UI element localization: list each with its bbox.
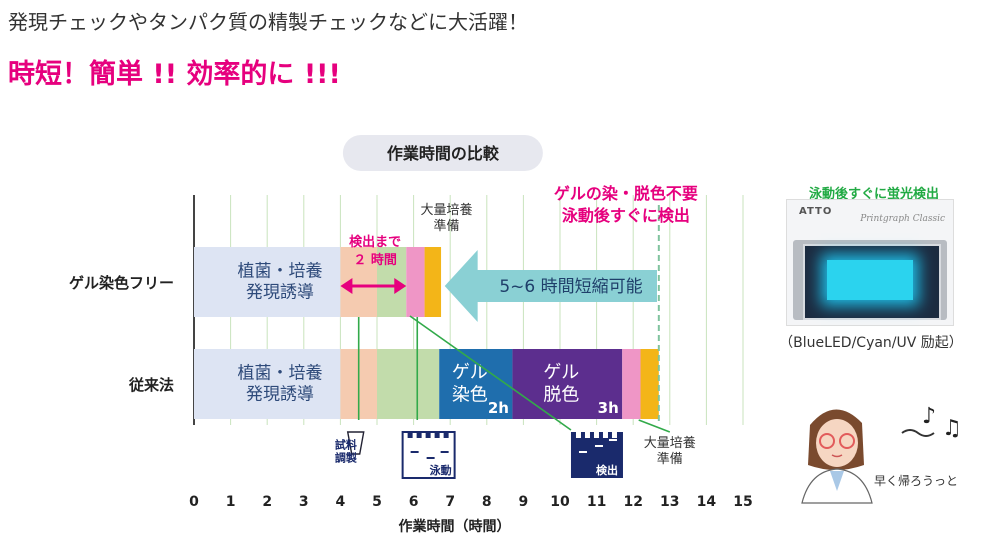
x-axis-label: 作業時間（時間） <box>399 518 511 535</box>
bar-segment <box>622 349 641 419</box>
tube-icon <box>346 431 365 455</box>
headline: 発現チェックやタンパク質の精製チェックなどに大活躍！ <box>8 10 528 34</box>
detect-comb <box>575 432 581 438</box>
detect-comb <box>593 432 599 438</box>
row-label: ゲル染色フリー <box>69 274 174 292</box>
bar-segment <box>194 349 341 419</box>
character-caption: 早く帰ろうっと <box>874 474 959 488</box>
face <box>816 419 858 467</box>
device-photo: ATTO Printgraph Classic <box>786 199 954 326</box>
music-note-icon: ♫ <box>942 416 962 441</box>
no-stain-note: ゲルの染・脱色不要泳動後すぐに検出 <box>554 184 698 225</box>
gel-frame <box>401 431 456 479</box>
saving-label: 5~6 時間短縮可能 <box>499 277 642 297</box>
x-tick-label: 7 <box>445 494 455 510</box>
mouth <box>831 454 843 458</box>
side-panel-title: 泳動後すぐに蛍光検出 <box>808 187 939 202</box>
step-prep-label: 試料調製 <box>335 438 358 465</box>
prep-label-bottom: 大量培養準備 <box>644 435 696 467</box>
hum-wave <box>901 429 935 437</box>
saving-arrow <box>444 250 657 322</box>
row-label: 従来法 <box>128 376 174 394</box>
sample-prep-icon <box>346 431 365 455</box>
gel-comb <box>434 432 440 438</box>
connector-line <box>638 419 671 433</box>
x-tick-label: 4 <box>336 494 346 510</box>
bar-segment <box>377 349 440 419</box>
bar-segment <box>424 247 442 317</box>
bar-segment <box>640 349 659 419</box>
x-tick-label: 2 <box>262 494 272 510</box>
collar <box>830 471 844 491</box>
side-panel-caption: （BlueLED/Cyan/UV 励起） <box>779 335 963 351</box>
duration-label: 3h <box>598 399 619 417</box>
detect-arrow-head-right <box>394 278 407 294</box>
x-tick-label: 5 <box>372 494 382 510</box>
x-tick-label: 9 <box>519 494 529 510</box>
prep-label-top: 大量培養準備 <box>421 202 473 234</box>
gel-comb <box>425 432 431 438</box>
bar-segment <box>512 349 623 419</box>
detection-icon <box>570 432 623 478</box>
step-run-label: 泳動 <box>430 463 452 477</box>
x-tick-label: 3 <box>299 494 309 510</box>
x-tick-label: 15 <box>733 494 752 510</box>
glasses-left <box>819 433 835 449</box>
step-detect-label: 検出 <box>596 463 618 477</box>
x-tick-label: 12 <box>623 494 642 510</box>
device-logo: ATTO <box>799 206 833 217</box>
x-tick-label: 11 <box>587 494 606 510</box>
bar-segment <box>377 247 407 317</box>
x-tick-label: 14 <box>697 494 717 510</box>
character-illustration: ♪ ♫ <box>801 404 962 504</box>
segment-label: 植菌・培養発現誘導 <box>238 363 323 404</box>
gel-comb <box>407 432 413 438</box>
electrophoresis-icon <box>401 431 456 479</box>
detect-comb <box>584 432 590 438</box>
x-tick-label: 8 <box>482 494 492 510</box>
segment-label: ゲル染色 <box>452 362 488 406</box>
gel-comb <box>416 432 422 438</box>
segment-label: 植菌・培養発現誘導 <box>238 261 323 302</box>
subheadline: 時短！簡単 !! 効率的に !!! <box>8 59 341 90</box>
x-tick-label: 10 <box>550 494 570 510</box>
bar-segment <box>406 247 425 317</box>
device-glow <box>827 260 913 300</box>
detect-note: 検出まで２ 時間 <box>349 234 401 268</box>
segment-label: ゲル脱色 <box>543 362 579 406</box>
duration-label: 2h <box>488 399 509 417</box>
bar-segment <box>194 247 341 317</box>
detect-comb <box>602 432 608 438</box>
glasses-right <box>839 433 855 449</box>
detect-comb <box>611 432 617 438</box>
detect-arrow-head-left <box>340 278 353 294</box>
connector-line <box>409 315 572 431</box>
x-tick-label: 6 <box>409 494 419 510</box>
music-note-icon: ♪ <box>922 404 936 429</box>
x-tick-label: 1 <box>226 494 236 510</box>
gel-comb <box>443 432 449 438</box>
chart-title: 作業時間の比較 <box>387 144 500 163</box>
device-brand: Printgraph Classic <box>860 214 945 224</box>
x-tick-label: 0 <box>189 494 199 510</box>
x-tick-label: 13 <box>660 494 679 510</box>
chart-title-pill <box>342 135 543 171</box>
bar-segment <box>439 349 513 419</box>
